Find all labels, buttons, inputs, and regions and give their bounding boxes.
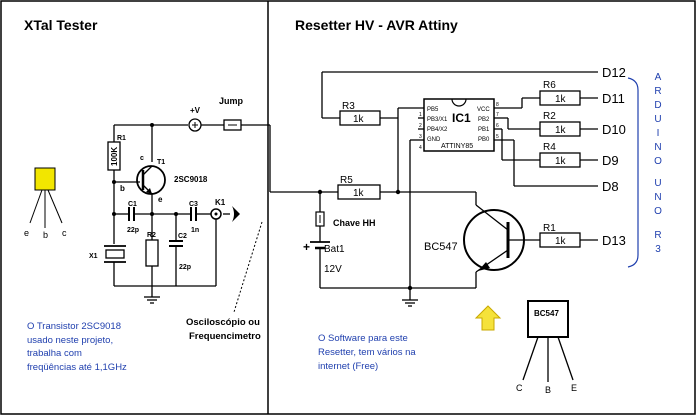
ic-pin-num-5: 5	[496, 134, 499, 140]
t1-type: 2SC9018	[174, 175, 208, 184]
r4-name: R4	[543, 142, 556, 153]
pin-d8: D8	[602, 179, 619, 194]
ic-pin-num-6: 6	[496, 123, 499, 129]
r6-name: R6	[543, 80, 556, 91]
svg-text:I: I	[657, 128, 660, 139]
r4-value: 1k	[555, 156, 567, 167]
pin-c-label: c	[140, 155, 144, 162]
c2-value: 22p	[179, 264, 191, 271]
c1-value: 22p	[127, 227, 139, 234]
xtal-tester-title: XTal Tester	[24, 17, 98, 33]
ic-pin-vcc: VCC	[477, 107, 490, 113]
r1-right-value: 1k	[555, 236, 567, 247]
c2-name: C2	[178, 233, 187, 240]
battery-value: 12V	[324, 264, 342, 275]
c1-name: C1	[128, 201, 137, 208]
r2-value: 1k	[555, 125, 567, 136]
svg-text:U: U	[654, 178, 661, 189]
x1-name: X1	[89, 253, 98, 260]
crystal-pin-c: c	[62, 228, 67, 238]
ic-pin-pb5: PB5	[427, 107, 439, 113]
ic-pin-gnd: GND	[427, 137, 441, 143]
r1-value: 100K	[110, 147, 119, 166]
r5-name: R5	[340, 175, 353, 186]
crystal-pin-b: b	[43, 230, 48, 240]
ic-pin-num-7: 7	[496, 112, 499, 118]
pin-d12: D12	[602, 65, 626, 80]
svg-text:N: N	[654, 192, 661, 203]
r2-name: R2	[147, 232, 156, 239]
ic-pin-pb2: PB2	[478, 117, 490, 123]
ic-name: IC1	[452, 111, 471, 125]
r2-name: R2	[543, 111, 556, 122]
resetter-circuit	[268, 71, 639, 382]
ic-pin-pb0: PB0	[478, 137, 490, 143]
svg-text:D: D	[654, 100, 661, 111]
c3-value: 1n	[191, 227, 199, 234]
note-line-4: freqüências até 1,1GHz	[27, 362, 127, 373]
note-line-1: O Transistor 2SC9018	[27, 321, 121, 332]
software-note-1: O Software para este	[318, 333, 408, 344]
svg-text:R: R	[654, 230, 661, 241]
jump-label: Jump	[219, 96, 244, 106]
svg-text:U: U	[654, 114, 661, 125]
crystal-drawing	[29, 167, 63, 228]
r5-value: 1k	[353, 188, 365, 199]
arduino-uno-r3-label: A R D U I N O U N O R 3	[654, 72, 662, 255]
scope-label-1: Osciloscópio ou	[186, 317, 260, 328]
bc547-pin-b: B	[545, 385, 551, 395]
note-line-2: usado neste projeto,	[27, 335, 113, 346]
bc547-package-label: BC547	[534, 309, 559, 318]
ic-part: ATTINY85	[441, 143, 473, 150]
svg-text:R: R	[654, 86, 661, 97]
t1-name: T1	[157, 159, 165, 166]
software-note-2: Resetter, tem vários na	[318, 347, 416, 358]
svg-text:N: N	[654, 142, 661, 153]
r6-value: 1k	[555, 94, 567, 105]
bc547-pin-e: E	[571, 383, 577, 393]
ic-pin-num-3: 3	[419, 134, 422, 140]
pin-e-label: e	[158, 195, 163, 204]
ic-pin-num-2: 2	[419, 123, 422, 129]
ic-pin-num-8: 8	[496, 102, 499, 108]
scope-label-2: Frequencimetro	[189, 331, 261, 342]
bc547-pin-c: C	[516, 383, 523, 393]
k1-name: K1	[215, 198, 226, 207]
pin-b-label: b	[120, 184, 125, 193]
pin-d9: D9	[602, 153, 619, 168]
ic-pin-pb1: PB1	[478, 127, 490, 133]
pin-d13: D13	[602, 233, 626, 248]
battery-name: Bat1	[324, 244, 345, 255]
crystal-pin-e: e	[24, 228, 29, 238]
pin-d11: D11	[602, 91, 625, 106]
switch-label: Chave HH	[333, 218, 376, 228]
ic-pin-pb4: PB4/X2	[427, 127, 448, 133]
svg-text:3: 3	[655, 244, 661, 255]
xtal-circuit	[104, 118, 268, 313]
ic-pin-num-4: 4	[419, 145, 422, 151]
pin-d10: D10	[602, 122, 626, 137]
svg-text:A: A	[655, 72, 662, 83]
c3-name: C3	[189, 201, 198, 208]
vplus-label: +V	[190, 106, 201, 115]
battery-plus: +	[303, 240, 310, 254]
r3-name: R3	[342, 101, 355, 112]
ic-pin-num-1: 1	[419, 112, 422, 118]
resetter-title: Resetter HV - AVR Attiny	[295, 17, 458, 33]
note-line-3: trabalha com	[27, 348, 82, 359]
software-note-3: internet (Free)	[318, 361, 378, 372]
transistor-bc547-label: BC547	[424, 241, 458, 253]
r1-right-name: R1	[543, 223, 556, 234]
software-note: O Software para este Resetter, tem vário…	[318, 333, 416, 372]
ic-pin-pb3: PB3/X1	[427, 117, 448, 123]
svg-text:O: O	[654, 206, 662, 217]
r3-value: 1k	[353, 114, 365, 125]
transistor-note: O Transistor 2SC9018 usado neste projeto…	[27, 321, 127, 373]
r1-name: R1	[117, 135, 126, 142]
svg-text:O: O	[654, 156, 662, 167]
